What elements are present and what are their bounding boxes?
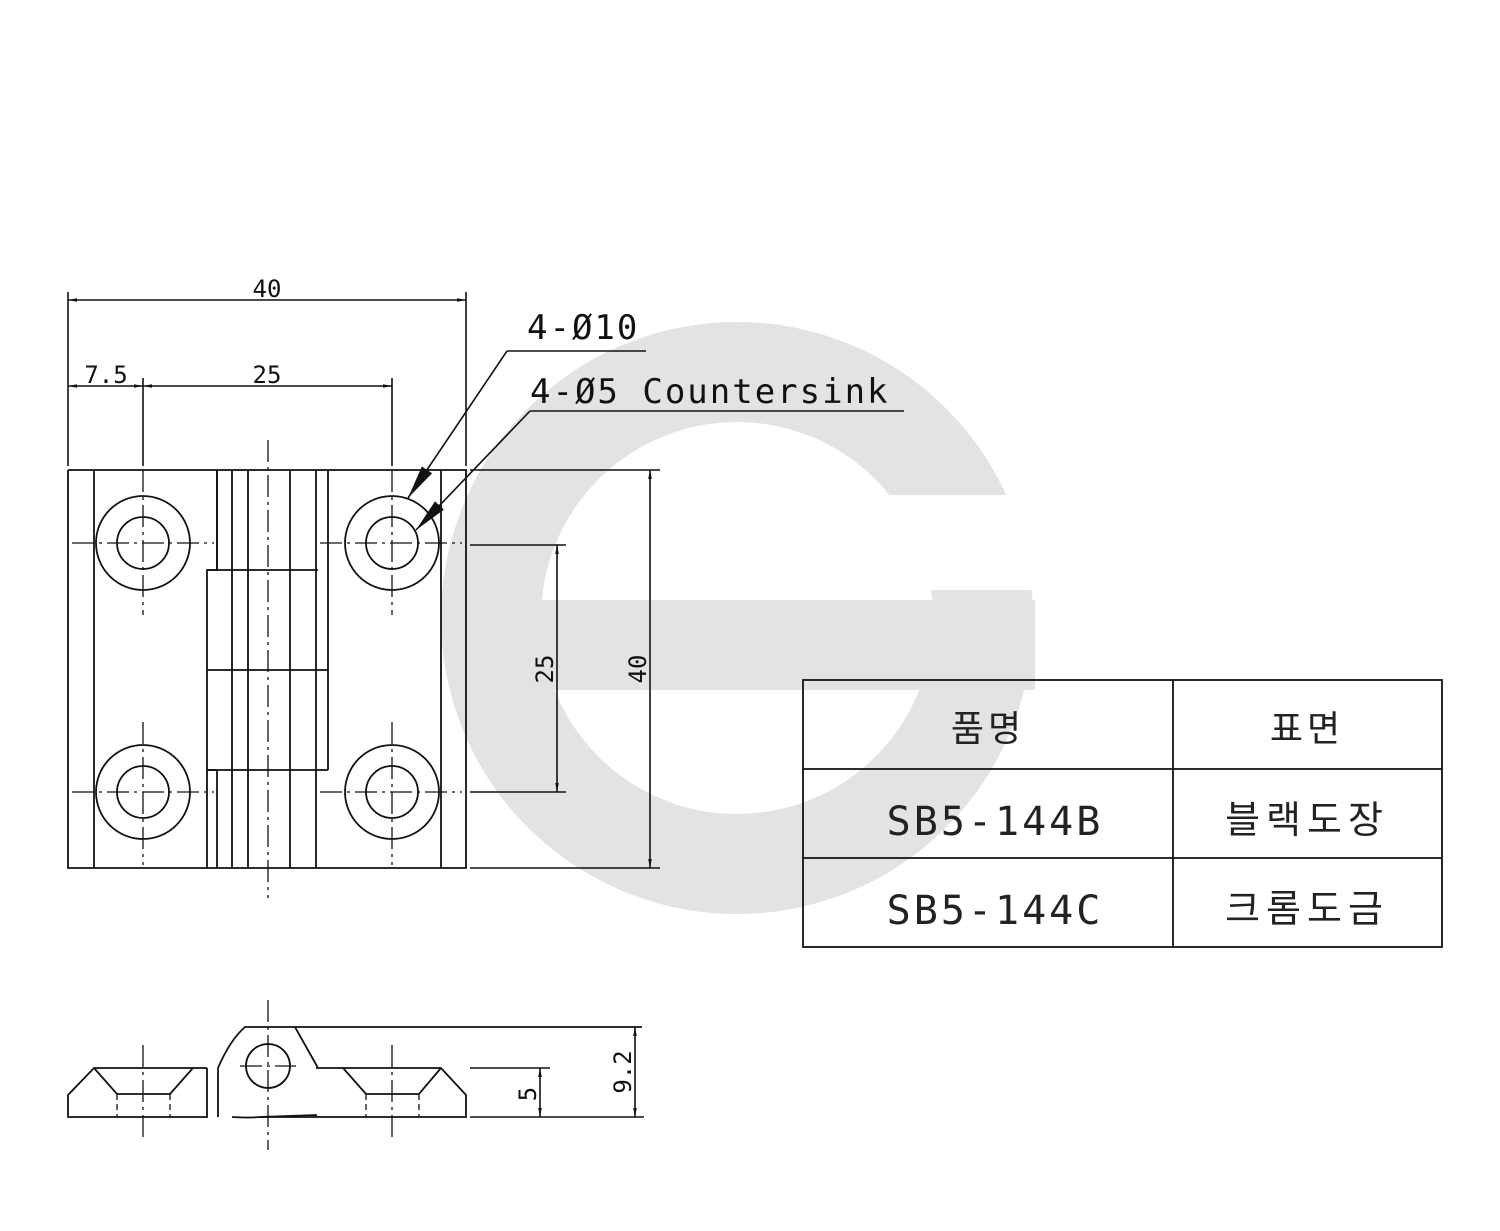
watermark-gap	[880, 495, 1060, 590]
top-dimensions: 40 7.5 25	[67, 275, 467, 466]
dim-overall-height: 40	[624, 655, 652, 684]
side-knuckle	[217, 1026, 642, 1119]
dim-overall-width: 40	[253, 275, 282, 303]
callout-countersink: 4-Ø5 Countersink	[530, 372, 890, 412]
dim-hole-spacing-h: 25	[253, 361, 282, 389]
table-row2-finish: 크롬도금	[1225, 887, 1389, 931]
table-header-surface: 표면	[1270, 709, 1344, 750]
table-header-name: 품명	[951, 709, 1025, 750]
table-row1-finish: 블랙도장	[1225, 798, 1389, 842]
watermark-logo	[441, 322, 1060, 914]
side-left-leaf	[67, 1067, 208, 1118]
dim-side-thickness: 5	[514, 1087, 542, 1101]
watermark-bar	[480, 600, 1035, 690]
spec-table: 품명 표면 SB5-144B 블랙도장 SB5-144C 크롬도금	[802, 679, 1443, 948]
hinge-outline-right	[207, 469, 467, 869]
right-dimensions: 25 40	[470, 469, 660, 869]
hinge-side-view	[67, 1000, 642, 1150]
dim-hole-spacing-v: 25	[531, 655, 559, 684]
table-row1-model: SB5-144B	[887, 799, 1104, 845]
table-row2-model: SB5-144C	[887, 888, 1104, 934]
callouts: 4-Ø10 4-Ø5 Countersink	[407, 308, 904, 531]
side-right-leaf	[260, 1067, 467, 1118]
callout-outer-hole: 4-Ø10	[527, 308, 639, 348]
side-dimensions: 5 9.2	[470, 1027, 644, 1118]
dim-edge-offset: 7.5	[84, 361, 127, 389]
dim-side-height: 9.2	[609, 1050, 637, 1093]
hinge-top-view	[67, 440, 467, 898]
